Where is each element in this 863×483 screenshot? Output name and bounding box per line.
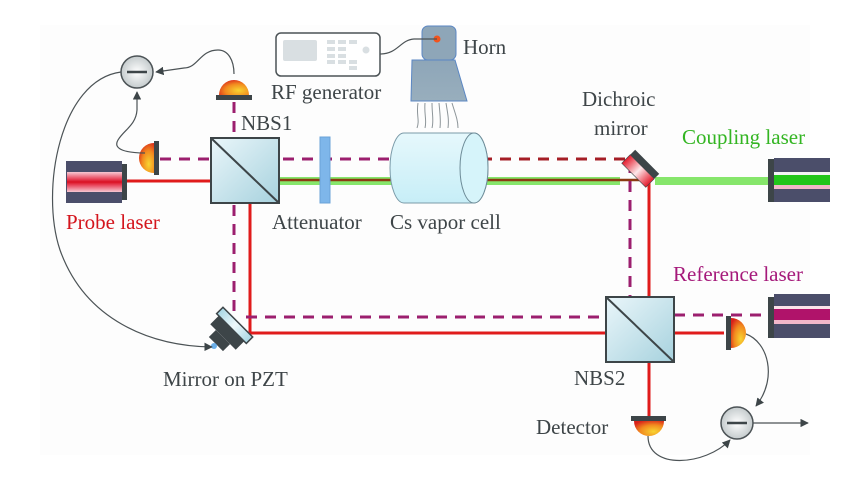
background-panel-lower [40,225,810,455]
rf-waves [416,102,459,129]
beam-splitter-nbs1 [210,137,280,204]
attenuator [319,136,331,204]
label-reference-laser: Reference laser [673,262,803,286]
subtractor-top [120,55,154,89]
wire-pd-left-to-subtractor [116,91,146,154]
beam-splitter-nbs2 [605,296,675,363]
label-probe-laser: Probe laser [66,210,160,234]
label-nbs1: NBS1 [241,111,292,135]
label-dichroic-mirror-line1: Dichroic [582,87,655,111]
subtractor-bottom [720,406,754,440]
label-detector: Detector [536,415,608,439]
label-horn: Horn [463,35,507,59]
photodetector-top [216,80,252,100]
label-mirror-on-pzt: Mirror on PZT [163,367,288,391]
photodetector-right [726,316,746,350]
horn-antenna [410,25,468,102]
label-coupling-laser: Coupling laser [682,125,805,149]
dichroic-mirror [621,149,660,188]
photodetector-left [139,141,159,175]
probe-laser [66,161,127,203]
label-nbs2: NBS2 [574,366,625,390]
mirror-on-pzt [208,306,254,352]
reference-laser [768,294,830,338]
wire-subtractor-to-pzt [51,71,213,352]
label-cs-vapor-cell: Cs vapor cell [390,210,501,234]
rf-generator [275,32,381,77]
wire-detector-to-subtractor [647,435,731,462]
label-attenuator: Attenuator [272,210,362,234]
cs-vapor-cell [389,132,489,204]
wire-pd-top-to-subtractor [155,49,235,76]
detector-photodiode [631,416,666,436]
pzt-contact [211,343,217,349]
coupling-laser [768,158,830,202]
rf-cable [379,38,437,55]
wire-pd-right-to-subtractor [745,333,769,407]
label-dichroic-mirror-line2: mirror [594,116,648,140]
label-rf-generator: RF generator [271,80,381,104]
